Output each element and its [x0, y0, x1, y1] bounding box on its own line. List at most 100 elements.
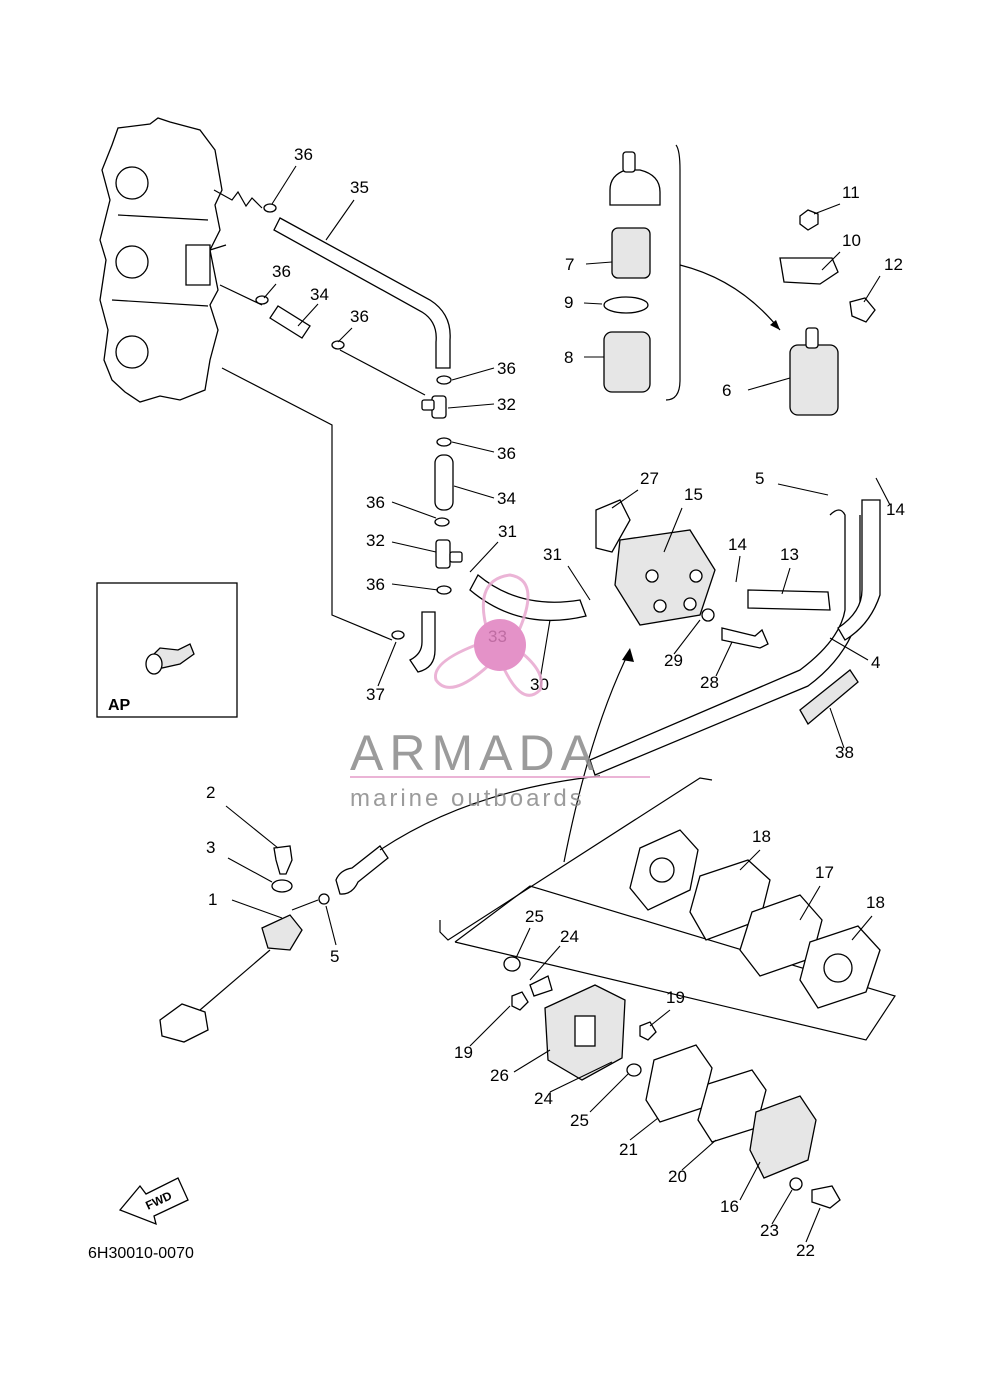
screw-2 — [273, 845, 293, 875]
leader-line-6 — [747, 377, 791, 391]
callout-32: 32 — [497, 395, 516, 414]
leader-line-31 — [469, 541, 499, 573]
cover-16 — [749, 1095, 817, 1179]
leader-line-38 — [829, 707, 845, 749]
fuel-hose-13 — [747, 589, 831, 611]
clip-36-group — [255, 203, 452, 640]
leader-line-19 — [649, 1009, 671, 1027]
fuel-filter-6 — [789, 327, 839, 416]
callout-13: 13 — [780, 545, 799, 564]
nut-19-left — [511, 991, 529, 1011]
leader-line-36 — [391, 583, 439, 591]
callout-32: 32 — [366, 531, 385, 550]
callout-leader-lines — [225, 165, 891, 1243]
leader-line-11 — [813, 203, 841, 215]
bolt-28 — [721, 627, 769, 649]
spring-37 — [799, 669, 859, 725]
fuel-hose-30 — [469, 573, 587, 622]
callout-14: 14 — [886, 500, 905, 519]
callout-7: 7 — [565, 255, 574, 274]
leader-line-34 — [453, 485, 495, 499]
fuel-filter-exploded — [603, 144, 781, 401]
leader-line-26 — [513, 1049, 551, 1073]
forward-arrow: FWD — [118, 1177, 189, 1226]
fuel-hose-34-lower — [434, 454, 454, 511]
leader-line-3 — [227, 857, 273, 883]
callout-36: 36 — [366, 493, 385, 512]
armada-watermark: ARMADA marine outboards — [350, 573, 650, 812]
leader-line-32 — [447, 403, 495, 409]
leader-line-14 — [735, 555, 741, 583]
leader-line-5 — [325, 905, 337, 946]
leader-line-23 — [771, 1189, 793, 1225]
fuel-pump-15 — [595, 499, 716, 626]
leader-line-30 — [539, 619, 551, 681]
leader-line-21 — [629, 1117, 659, 1141]
callout-3: 3 — [206, 838, 215, 857]
callout-1: 1 — [208, 890, 217, 909]
leader-line-4 — [829, 637, 869, 661]
diagram-part-number: 6H30010-0070 — [88, 1245, 194, 1262]
callout-18: 18 — [866, 893, 885, 912]
callout-24: 24 — [560, 927, 579, 946]
leader-line-2 — [225, 805, 279, 849]
leader-line-31 — [567, 565, 591, 601]
callout-16: 16 — [720, 1197, 739, 1216]
leader-line-7 — [585, 261, 613, 265]
callout-35: 35 — [350, 178, 369, 197]
lower-fuel-line — [291, 775, 601, 911]
connector-1 — [159, 914, 303, 1043]
watermark-rule — [350, 776, 650, 778]
callout-20: 20 — [668, 1167, 687, 1186]
bolt-12 — [849, 297, 876, 323]
callout-36: 36 — [497, 359, 516, 378]
leader-line-10 — [821, 251, 841, 271]
nut-11 — [799, 209, 819, 231]
leader-line-25 — [589, 1073, 629, 1113]
callout-36: 36 — [366, 575, 385, 594]
leader-line-36 — [451, 367, 495, 381]
leader-line-36 — [263, 283, 277, 299]
callout-18: 18 — [752, 827, 771, 846]
ap-inset-box: AP — [96, 582, 238, 718]
callout-23: 23 — [760, 1221, 779, 1240]
leader-line-16 — [739, 1161, 761, 1201]
callout-8: 8 — [564, 348, 573, 367]
leader-line-15 — [663, 507, 683, 553]
leader-line-28 — [715, 641, 733, 677]
callout-28: 28 — [700, 673, 719, 692]
callout-12: 12 — [884, 255, 903, 274]
pump-body-26 — [544, 984, 626, 1081]
callout-19: 19 — [454, 1043, 473, 1062]
leader-line-13 — [781, 567, 791, 595]
callout-5: 5 — [755, 469, 764, 488]
screw-25-lower — [626, 1063, 642, 1077]
check-valve-25 — [503, 956, 521, 972]
callout-22: 22 — [796, 1241, 815, 1260]
valve-24 — [529, 975, 553, 997]
leader-line-27 — [611, 489, 639, 509]
callout-11: 11 — [842, 183, 860, 202]
leader-line-36 — [451, 441, 495, 453]
callout-29: 29 — [664, 651, 683, 670]
leader-line-37 — [377, 641, 397, 687]
leader-line-1 — [231, 899, 283, 919]
callout-9: 9 — [564, 293, 573, 312]
leader-line-36 — [337, 327, 353, 343]
washer-23 — [789, 1177, 803, 1191]
watermark-brand: ARMADA — [350, 725, 600, 781]
leader-line-32 — [391, 541, 437, 553]
callout-30: 30 — [530, 675, 549, 694]
leader-line-18 — [739, 849, 761, 871]
diaphragm-stack — [629, 829, 881, 1009]
nut-19-right — [639, 1021, 657, 1041]
callout-36: 36 — [294, 145, 313, 164]
leader-line-14 — [875, 477, 891, 506]
callout-4: 4 — [871, 653, 880, 672]
callout-2: 2 — [206, 783, 215, 802]
callout-15: 15 — [684, 485, 703, 504]
callout-38: 38 — [835, 743, 854, 762]
engine-block-drawing — [99, 117, 227, 403]
callout-14: 14 — [728, 535, 747, 554]
leader-line-17 — [799, 885, 821, 921]
